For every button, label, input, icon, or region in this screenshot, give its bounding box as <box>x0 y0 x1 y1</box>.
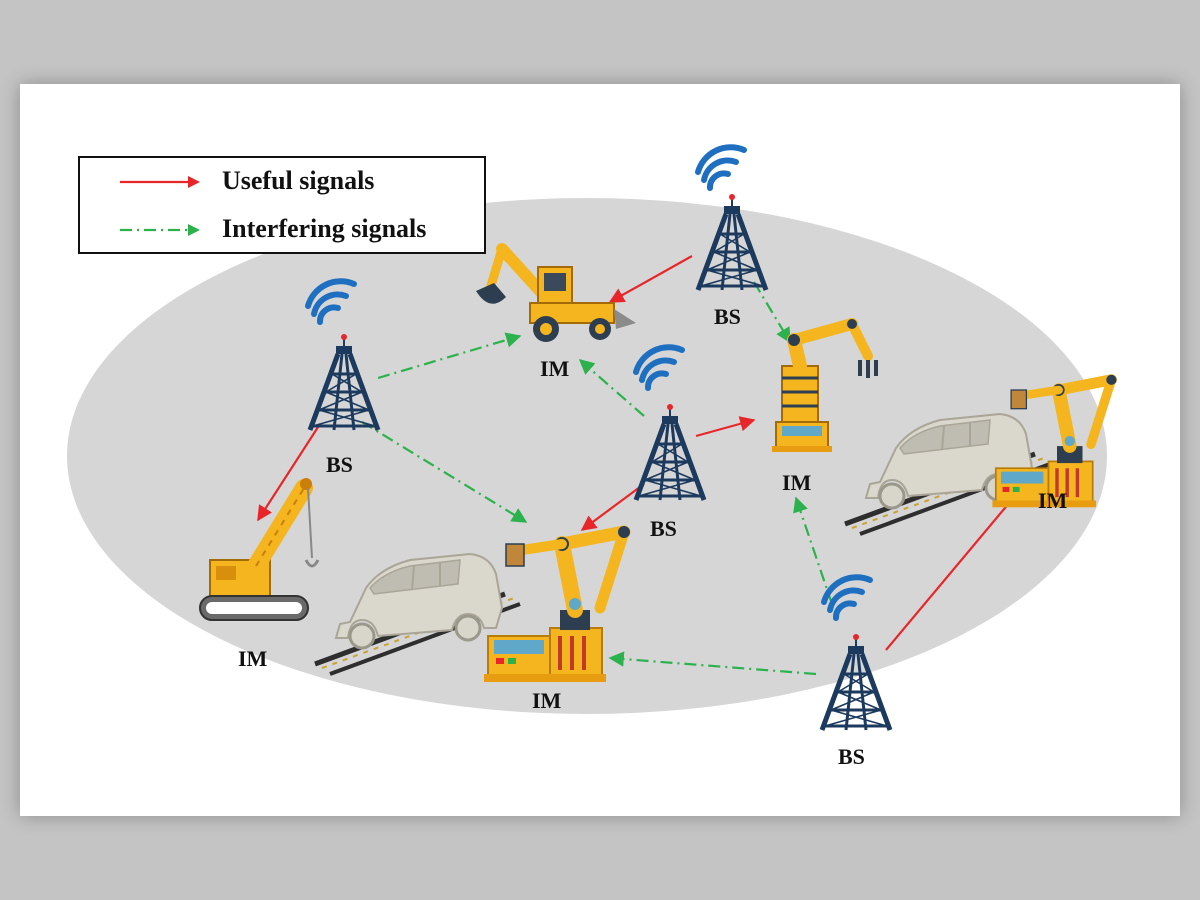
useful-signal-swatch <box>120 176 200 188</box>
useful-signal-bs-center-to-robot-right <box>695 416 756 438</box>
im-label-robot-bottom: IM <box>532 688 562 713</box>
legend-row-interfering: Interfering signals <box>80 210 484 250</box>
wifi-signal-icon <box>698 147 744 188</box>
im-label-excavator: IM <box>540 356 570 381</box>
interfering-signal-bs-left-to-excavator <box>377 332 522 380</box>
bs-label-top: BS <box>714 304 741 329</box>
interfering-signal-arrows <box>361 281 834 676</box>
interfering-signal-bs-center-to-excavator <box>578 358 645 417</box>
interfering-signal-bs-top-to-robot-right <box>753 281 791 344</box>
bs-label-left: BS <box>326 452 353 477</box>
robot-arm-icon <box>772 318 878 452</box>
interfering-signal-bs-bottom-to-robot-bottom <box>608 651 817 676</box>
bs-label-bottom: BS <box>838 744 865 769</box>
useful-signal-bs-top-to-excavator <box>608 255 693 303</box>
bs-label-center: BS <box>650 516 677 541</box>
legend: Useful signals Interfering signals <box>78 156 486 254</box>
useful-signal-arrows <box>257 255 1021 651</box>
interfering-signal-bs-left-to-robot-bottom <box>361 421 528 523</box>
interfering-signal-swatch <box>120 224 200 236</box>
useful-signal-bs-bottom-to-robot-far <box>885 488 1021 651</box>
useful-signal-bs-center-to-robot-bottom <box>580 483 645 531</box>
excavator-icon <box>476 243 636 342</box>
legend-row-useful: Useful signals <box>80 162 484 202</box>
legend-label-useful: Useful signals <box>222 166 375 195</box>
legend-label-interfering: Interfering signals <box>222 214 427 243</box>
crane-icon <box>199 478 320 621</box>
figure-frame: BS BS BS BS IM IM IM IM IM Useful signal… <box>20 84 1180 816</box>
im-label-crane: IM <box>238 646 268 671</box>
useful-signal-bs-left-to-crane <box>257 423 321 522</box>
im-label-robot-right: IM <box>782 470 812 495</box>
interfering-signal-bs-bottom-to-robot-right <box>793 496 834 605</box>
network-diagram: BS BS BS BS IM IM IM IM IM <box>67 84 1180 769</box>
im-label-robot-far: IM <box>1038 488 1068 513</box>
